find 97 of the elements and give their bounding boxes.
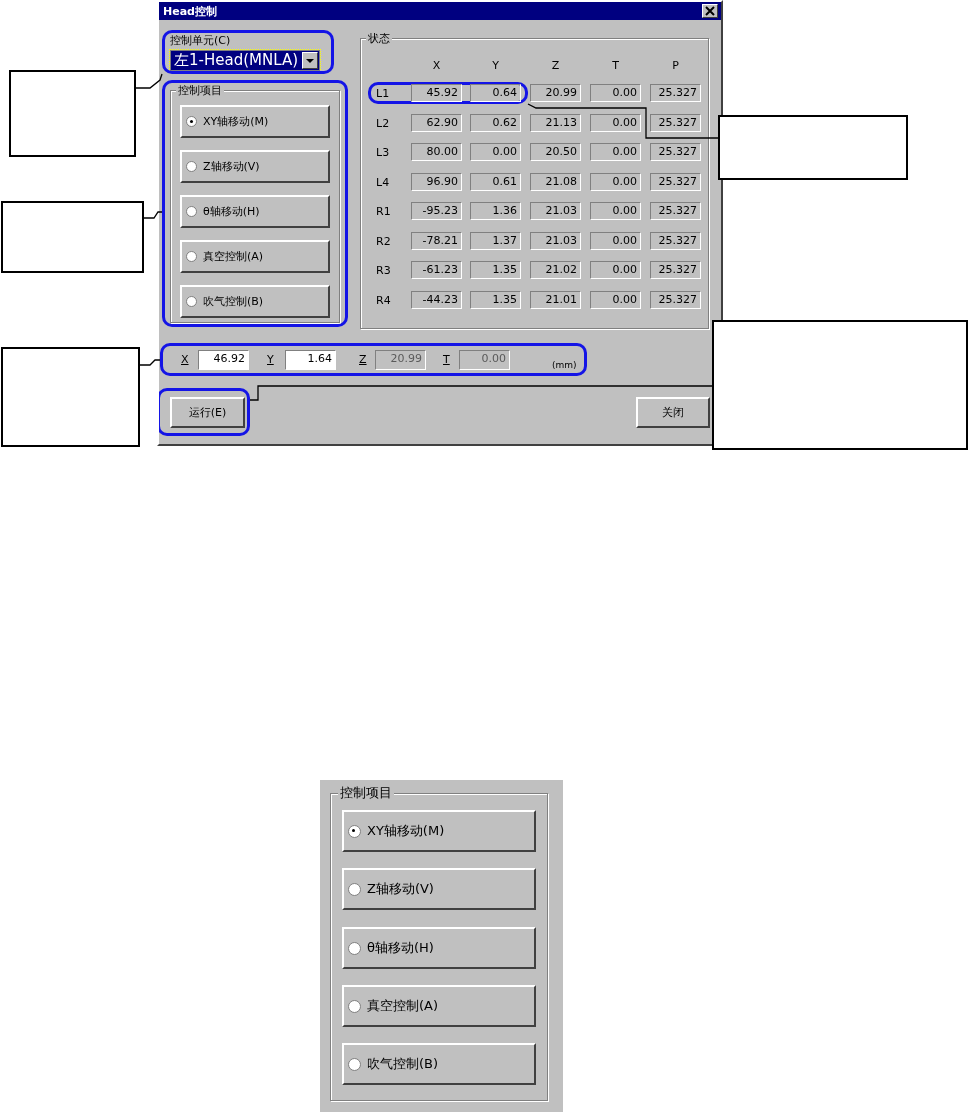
run-button: 运行(E) (170, 397, 245, 428)
readout-field: 1.36 (470, 202, 521, 220)
radio-option-button: 真空控制(A) (342, 985, 536, 1027)
readout-field: 0.00 (590, 84, 641, 102)
window-title: Head控制 (163, 4, 217, 19)
radio-option-button: 吹气控制(B) (342, 1043, 536, 1085)
readout-field: 21.01 (530, 291, 581, 309)
highlight-outline (160, 343, 587, 376)
leader-line (135, 73, 163, 89)
row-label: R1 (376, 205, 391, 218)
readout-field: 0.00 (590, 261, 641, 279)
radio-option-button: Z轴移动(V) (180, 150, 330, 183)
unit-label: (mm) (552, 360, 577, 370)
radio-option-button: 吹气控制(B) (180, 285, 330, 318)
column-header: T (611, 59, 620, 72)
readout-field: 0.00 (590, 114, 641, 132)
readout-field: -61.23 (411, 261, 462, 279)
leader-line (139, 359, 161, 366)
close-button: 关闭 (636, 397, 710, 428)
readout-field: 45.92 (411, 84, 462, 102)
readout-field: 25.327 (650, 84, 701, 102)
row-label: L3 (376, 146, 390, 159)
field-label: 控制单元(C) (170, 33, 231, 48)
column-header: X (431, 59, 442, 72)
readout-field: 21.02 (530, 261, 581, 279)
readout-field: 21.13 (530, 114, 581, 132)
row-label: R3 (376, 264, 391, 277)
group-title: 状态 (366, 31, 392, 46)
column-header: Y (491, 59, 500, 72)
row-label: L2 (376, 117, 390, 130)
readout-field: 21.03 (530, 202, 581, 220)
readout-field: 0.64 (470, 84, 521, 102)
callout-box (9, 70, 136, 157)
field-label: Z (359, 353, 367, 366)
readout-field: 25.327 (650, 173, 701, 191)
leader-line (249, 385, 713, 401)
radio-option-button: XY轴移动(M) (342, 810, 536, 852)
field-label: T (443, 353, 450, 366)
readout-field: 20.99 (530, 84, 581, 102)
readout-field: 0.62 (470, 114, 521, 132)
highlight-outline (162, 30, 334, 74)
readout-field: 25.327 (650, 143, 701, 161)
column-header: P (671, 59, 680, 72)
radio-option-button: θ轴移动(H) (342, 927, 536, 969)
radio-option-button: 真空控制(A) (180, 240, 330, 273)
field-label: Y (267, 353, 274, 366)
readout-field: 20.50 (530, 143, 581, 161)
readout-field: 0.00 (590, 173, 641, 191)
callout-box (1, 347, 140, 447)
readout-field: -95.23 (411, 202, 462, 220)
readout-field: 1.37 (470, 232, 521, 250)
column-header: Z (550, 59, 561, 72)
radio-option-button: Z轴移动(V) (342, 868, 536, 910)
readout-field: 1.35 (470, 291, 521, 309)
radio-option-button: θ轴移动(H) (180, 195, 330, 228)
readout-field: 96.90 (411, 173, 462, 191)
group-title: 控制项目 (176, 83, 224, 98)
radio-option-button: XY轴移动(M) (180, 105, 330, 138)
readout-field: 1.35 (470, 261, 521, 279)
dropdown-field: 左1-Head(MNLA) (170, 50, 320, 71)
readout-field: 0.00 (590, 232, 641, 250)
readout-field: 0.00 (590, 291, 641, 309)
readout-field: 80.00 (411, 143, 462, 161)
callout-box (718, 115, 908, 180)
readout-field: 21.08 (530, 173, 581, 191)
readout-field: 0.00 (470, 143, 521, 161)
leader-line (527, 103, 719, 139)
callout-box (712, 320, 968, 450)
readout-field: 25.327 (650, 114, 701, 132)
input-field: 1.64 (285, 350, 336, 370)
readout-field: -44.23 (411, 291, 462, 309)
highlight-outline (159, 388, 250, 436)
row-label: L1 (376, 87, 390, 100)
field-label: X (181, 353, 189, 366)
highlight-outline (162, 80, 348, 327)
readout-field: 25.327 (650, 261, 701, 279)
readout-field: 0.00 (590, 143, 641, 161)
readout-field: 25.327 (650, 202, 701, 220)
row-label: L4 (376, 176, 390, 189)
row-label: R4 (376, 294, 391, 307)
group-title: 控制项目 (338, 784, 394, 802)
input-field: 46.92 (198, 350, 249, 370)
readout-field: 0.00 (590, 202, 641, 220)
readout-field: 25.327 (650, 291, 701, 309)
input-field: 20.99 (375, 350, 426, 370)
highlight-outline (368, 82, 528, 104)
readout-field: -78.21 (411, 232, 462, 250)
panel-background (320, 780, 563, 1112)
dialog-window (157, 0, 723, 446)
readout-field: 0.61 (470, 173, 521, 191)
callout-box (1, 201, 144, 273)
readout-field: 25.327 (650, 232, 701, 250)
input-field: 0.00 (459, 350, 510, 370)
row-label: R2 (376, 235, 391, 248)
leader-line (143, 211, 163, 219)
readout-field: 21.03 (530, 232, 581, 250)
readout-field: 62.90 (411, 114, 462, 132)
